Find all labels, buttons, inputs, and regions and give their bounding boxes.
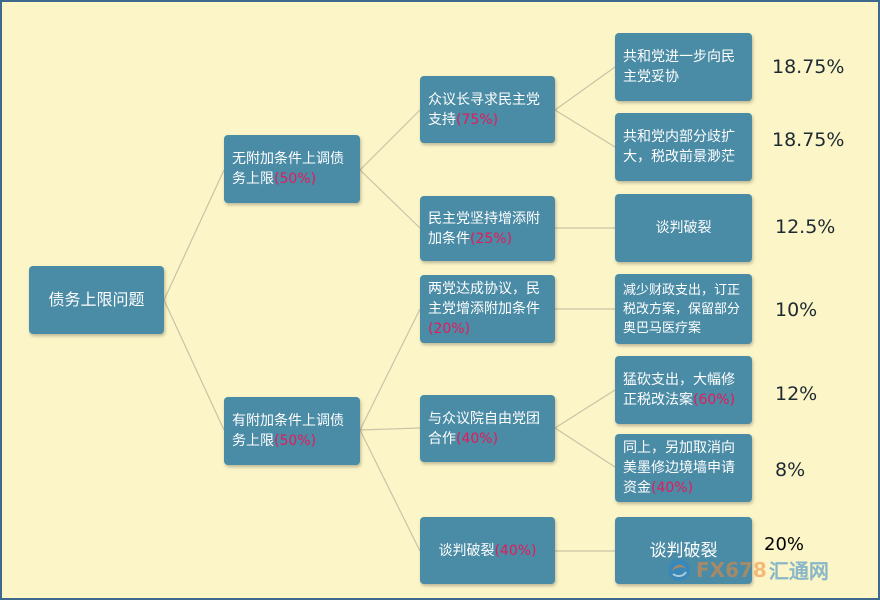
level3-node: 谈判破裂	[615, 194, 752, 262]
watermark-cn: 汇通网	[768, 559, 829, 583]
level2-pct: (40%)	[456, 430, 499, 447]
link-l1b-l2e	[359, 429, 421, 552]
fx678-logo-icon	[668, 558, 690, 581]
level3-node: 共和党进一步向民主党妥协	[615, 33, 752, 101]
level3-node: 减少财政支出，订正税改方案，保留部分奥巴马医疗案	[615, 274, 752, 344]
link-l1b-l2d	[359, 427, 421, 431]
level2-node: 谈判破裂(40%)	[420, 517, 555, 584]
level2-label: 两党达成协议，民主党增添附加条件	[428, 281, 540, 317]
level3-label: 谈判破裂	[649, 540, 718, 561]
level2-node: 民主党坚持增添附加条件(25%)	[420, 196, 555, 261]
level1-label: 无附加条件上调债务上限	[232, 151, 344, 187]
level3-label: 共和党进一步向民主党妥协	[623, 49, 735, 85]
level1-node-no-conditions: 无附加条件上调债务上限(50%)	[224, 135, 360, 203]
link-l2a-l3a	[554, 66, 616, 111]
level2-label: 民主党坚持增添附加条件	[428, 210, 540, 247]
link-l1a-l2b	[359, 169, 421, 229]
outcome-percent: 10%	[775, 299, 818, 321]
link-root-l1b	[163, 299, 225, 431]
outcome-percent: 12.5%	[775, 216, 836, 238]
level3-label: 谈判破裂	[655, 220, 712, 236]
level2-label: 谈判破裂	[438, 542, 495, 559]
level3-label: 同上，另加取消向美墨修边境墙申请资金	[623, 440, 735, 496]
level2-pct: (40%)	[494, 542, 537, 559]
watermark-en: FX678	[696, 557, 767, 582]
link-l1a-l2a	[359, 109, 421, 171]
level3-label: 减少财政支出，订正税改方案，保留部分奥巴马医疗案	[623, 282, 741, 336]
outcome-percent: 18.75%	[772, 56, 845, 78]
level2-label: 与众议院自由党团合作	[428, 410, 540, 447]
level2-node: 众议长寻求民主党支持(75%)	[420, 76, 555, 143]
level2-node: 两党达成协议，民主党增添附加条件 (20%)	[420, 275, 555, 343]
level1-pct: (50%)	[274, 171, 317, 187]
outcome-percent: 18.75%	[772, 129, 845, 151]
outcome-percent: 12%	[775, 383, 818, 405]
level1-node-with-conditions: 有附加条件上调债务上限(50%)	[224, 397, 360, 465]
link-l1b-l2c	[359, 308, 421, 431]
level2-label: 众议长寻求民主党支持	[428, 91, 540, 128]
outcome-percent: 20%	[764, 534, 805, 555]
level2-node: 与众议院自由党团合作(40%)	[420, 395, 555, 462]
level3-pct: (40%)	[651, 480, 694, 496]
level2-pct: (25%)	[470, 230, 513, 247]
level3-label: 猛砍支出，大幅修正税改法案	[623, 372, 735, 408]
level1-pct: (50%)	[274, 433, 317, 449]
root-node: 债务上限问题	[29, 266, 164, 334]
level2-pct: (20%)	[428, 321, 471, 337]
level3-node: 同上，另加取消向美墨修边境墙申请资金(40%)	[615, 434, 752, 502]
level3-node: 猛砍支出，大幅修正税改法案(60%)	[615, 356, 752, 424]
link-l2a-l3b	[554, 109, 616, 148]
level3-node: 共和党内部分歧扩大，税改前景渺茫	[615, 113, 752, 181]
link-root-l1a	[163, 169, 225, 301]
watermark: FX678 汇通网	[666, 555, 829, 584]
level1-label: 有附加条件上调债务上限	[232, 413, 344, 449]
outcome-percent: 8%	[775, 459, 806, 481]
level2-pct: (75%)	[456, 111, 499, 128]
level3-pct: (60%)	[693, 392, 736, 408]
link-l2d-l3e	[554, 389, 616, 429]
root-label: 债务上限问题	[48, 290, 145, 309]
link-l2d-l3f	[554, 427, 616, 468]
level3-label: 共和党内部分歧扩大，税改前景渺茫	[623, 129, 735, 165]
